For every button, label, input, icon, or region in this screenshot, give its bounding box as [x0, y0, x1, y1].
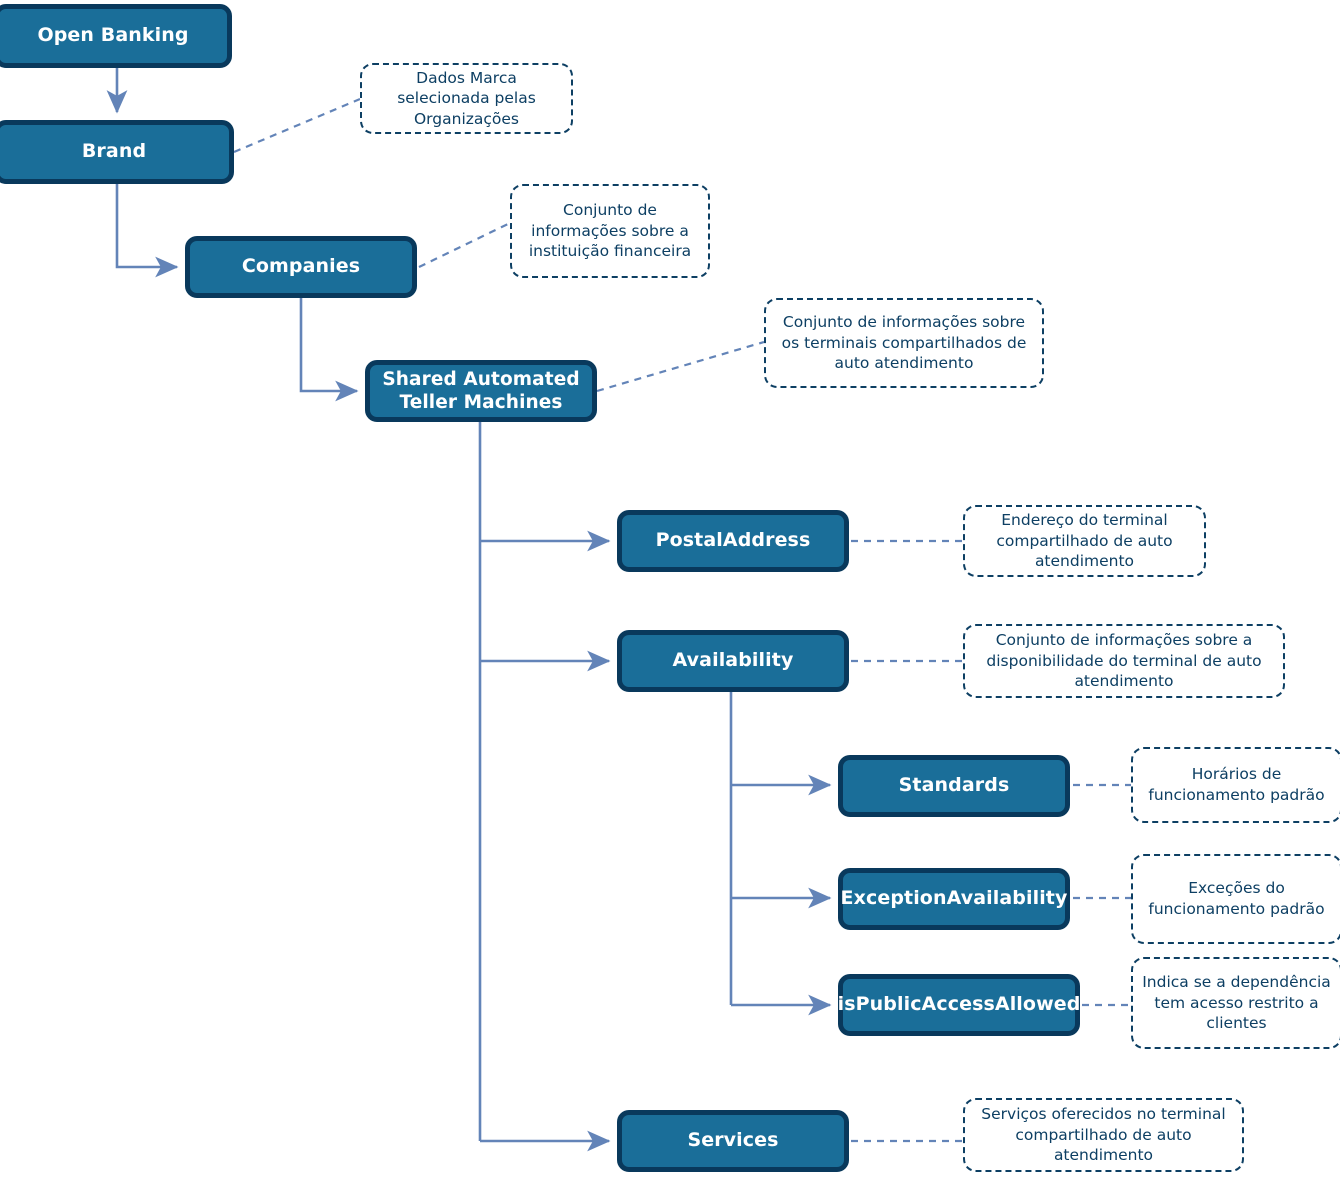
- edge-note-companies: [418, 222, 511, 268]
- node-shared-atm-label-line2: Teller Machines: [399, 392, 563, 413]
- note-postal-address: Endereço do terminal compartilhado de au…: [963, 505, 1206, 577]
- note-is-public-access: Indica se a dependência tem acesso restr…: [1131, 957, 1340, 1049]
- node-services-label: Services: [687, 1129, 779, 1152]
- node-shared-automated-teller-machines[interactable]: Shared Automated Teller Machines: [365, 360, 597, 422]
- node-exception-availability[interactable]: ExceptionAvailability: [838, 868, 1070, 930]
- note-brand: Dados Marca selecionada pelas Organizaçõ…: [360, 63, 573, 134]
- edge-note-shared-atm: [596, 340, 765, 393]
- node-services[interactable]: Services: [617, 1110, 849, 1172]
- node-exception-availability-label: ExceptionAvailability: [840, 887, 1068, 910]
- note-postal-address-text: Endereço do terminal compartilhado de au…: [996, 511, 1173, 571]
- note-exception-availability: Exceções do funcionamento padrão: [1131, 854, 1340, 944]
- edge-brand-companies: [115, 183, 179, 278]
- edge-companies-shared-atm: [299, 297, 359, 402]
- node-brand[interactable]: Brand: [0, 120, 234, 184]
- note-shared-atm: Conjunto de informações sobre os termina…: [764, 298, 1044, 388]
- node-availability[interactable]: Availability: [617, 630, 849, 692]
- node-open-banking-label: Open Banking: [37, 24, 189, 47]
- node-brand-label: Brand: [81, 140, 147, 163]
- note-companies-text: Conjunto de informações sobre a institui…: [528, 201, 692, 261]
- note-services-text: Serviços oferecidos no terminal comparti…: [981, 1105, 1226, 1165]
- note-services: Serviços oferecidos no terminal comparti…: [963, 1098, 1244, 1172]
- edge-note-brand: [233, 97, 361, 154]
- note-availability-text: Conjunto de informações sobre a disponib…: [986, 631, 1262, 691]
- note-standards: Horários de funcionamento padrão: [1131, 747, 1340, 823]
- node-postal-address-label: PostalAddress: [655, 529, 811, 552]
- node-is-public-access-allowed[interactable]: isPublicAccessAllowed: [838, 974, 1080, 1036]
- node-open-banking[interactable]: Open Banking: [0, 4, 232, 68]
- node-availability-label: Availability: [672, 649, 794, 672]
- note-shared-atm-text: Conjunto de informações sobre os termina…: [781, 313, 1027, 373]
- node-standards-label: Standards: [898, 774, 1010, 797]
- note-availability: Conjunto de informações sobre a disponib…: [963, 624, 1285, 698]
- node-is-public-access-allowed-label: isPublicAccessAllowed: [837, 993, 1081, 1016]
- node-shared-atm-label: Shared Automated Teller Machines: [382, 368, 579, 414]
- node-companies[interactable]: Companies: [185, 236, 417, 298]
- note-brand-text: Dados Marca selecionada pelas Organizaçõ…: [397, 68, 536, 128]
- node-standards[interactable]: Standards: [838, 755, 1070, 817]
- node-companies-label: Companies: [241, 255, 361, 278]
- note-is-public-access-text: Indica se a dependência tem acesso restr…: [1142, 973, 1331, 1033]
- node-postal-address[interactable]: PostalAddress: [617, 510, 849, 572]
- note-companies: Conjunto de informações sobre a institui…: [510, 184, 710, 278]
- note-exception-availability-text: Exceções do funcionamento padrão: [1148, 879, 1325, 918]
- node-shared-atm-label-line1: Shared Automated: [382, 368, 580, 390]
- note-standards-text: Horários de funcionamento padrão: [1148, 765, 1325, 804]
